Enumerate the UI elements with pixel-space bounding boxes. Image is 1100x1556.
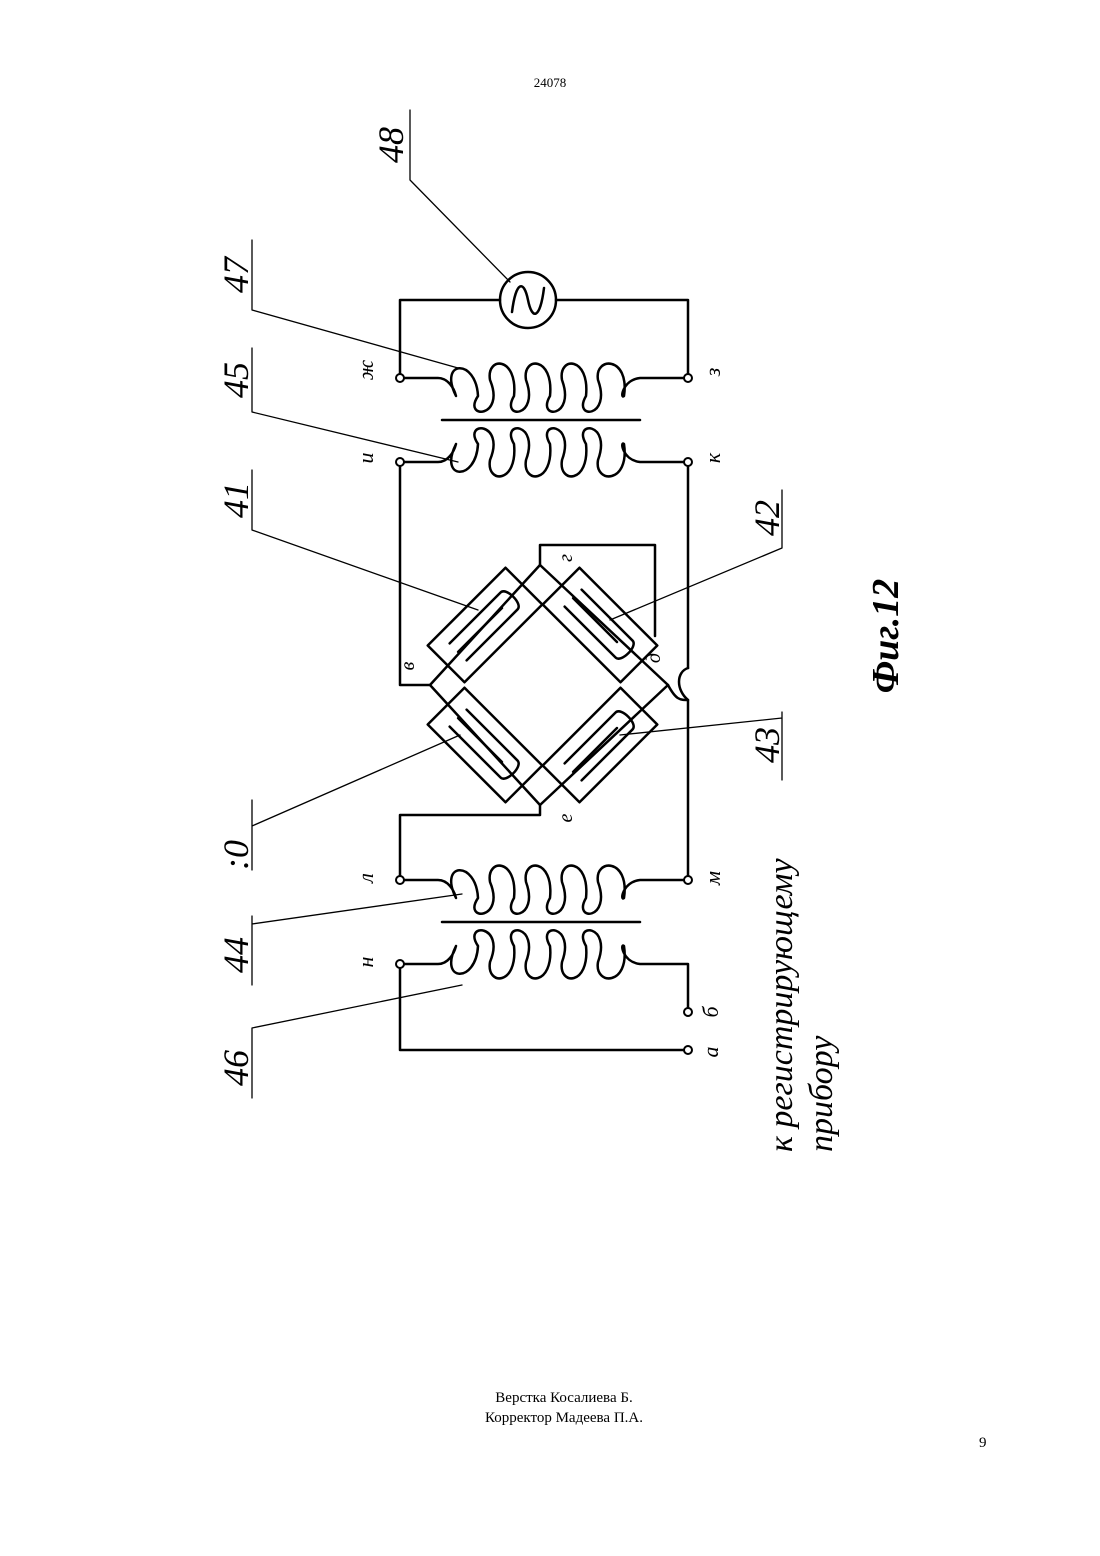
bridge-diamond	[430, 565, 668, 805]
winding-46-coil	[400, 930, 688, 1012]
label-node-e: е	[555, 813, 577, 822]
winding-44-coil	[400, 866, 688, 914]
wire-e-to-l	[400, 805, 540, 880]
strain-gauge-42-grid	[565, 590, 637, 662]
terminal-k	[684, 458, 692, 466]
callout-46: 46	[216, 1050, 256, 1086]
label-terminal-i: и	[353, 453, 378, 464]
label-node-v: в	[397, 661, 419, 670]
strain-gauge-40-grid	[450, 710, 522, 782]
label-node-d: д	[643, 653, 665, 663]
leader-41	[252, 470, 478, 610]
leader-46	[252, 985, 462, 1098]
callout-42: 42	[747, 500, 787, 536]
terminal-z	[684, 374, 692, 382]
strain-gauge-41-grid	[450, 588, 522, 660]
label-terminal-b: б	[698, 1006, 723, 1018]
terminal-b	[684, 1008, 692, 1016]
output-note-line-1: к регистрирующему	[763, 858, 800, 1152]
label-terminal-a: а	[698, 1047, 723, 1058]
label-terminal-z: з	[700, 368, 725, 378]
leader-48	[410, 110, 510, 282]
label-terminal-l: л	[353, 873, 378, 885]
terminal-i	[396, 458, 404, 466]
figure-caption: Фиг.12	[865, 579, 907, 693]
terminal-m	[684, 876, 692, 884]
callout-47: 47	[216, 255, 256, 293]
label-node-g: г	[555, 554, 577, 562]
label-terminal-zh: ж	[353, 359, 378, 380]
callout-45: 45	[216, 362, 256, 398]
terminal-zh	[396, 374, 404, 382]
wire-i-to-v	[400, 462, 430, 685]
strain-gauge-43-grid	[565, 708, 637, 780]
callout-44: 44	[216, 937, 256, 973]
terminal-a	[684, 1046, 692, 1054]
terminal-n	[396, 960, 404, 968]
callout-43: 43	[747, 727, 787, 763]
label-terminal-m: м	[700, 871, 725, 886]
leader-44	[252, 894, 462, 985]
callout-40: :0	[216, 840, 256, 870]
output-lead	[400, 964, 688, 1050]
terminal-l	[396, 876, 404, 884]
corrector-credit: Корректор Мадеева П.А.	[0, 1408, 1100, 1428]
label-terminal-k: к	[700, 452, 725, 463]
winding-47-coil	[400, 364, 688, 412]
winding-45-coil	[400, 428, 688, 476]
sine-wave-icon	[512, 286, 544, 314]
leader-47	[252, 240, 458, 368]
leader-40	[252, 735, 460, 870]
callout-48: 48	[371, 127, 411, 163]
footer-credits: Верстка Косалиева Б. Корректор Мадеева П…	[0, 1388, 1100, 1428]
label-terminal-n: н	[353, 956, 378, 967]
wire-k-hop	[679, 668, 688, 700]
layout-credit: Верстка Косалиева Б.	[0, 1388, 1100, 1408]
wire-d-to-m	[668, 685, 688, 880]
output-note-line-2: прибору	[803, 1035, 840, 1152]
page-number: 9	[979, 1435, 987, 1452]
callout-41: 41	[216, 482, 256, 518]
